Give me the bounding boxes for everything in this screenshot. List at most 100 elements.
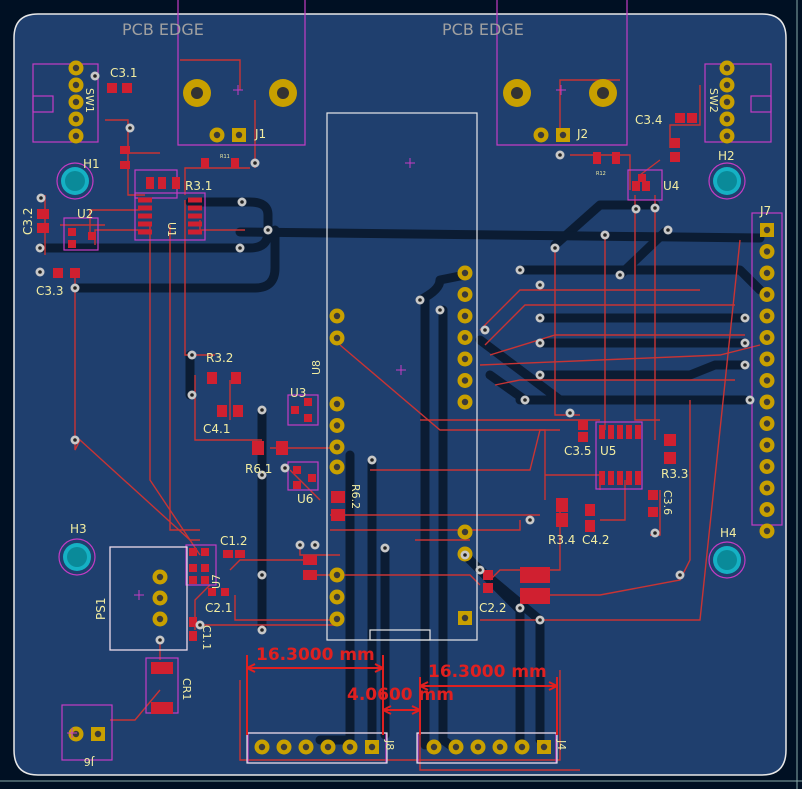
ref-c12: C1.2 [220, 534, 247, 548]
smd-pad [293, 481, 301, 489]
smd-pad [223, 550, 233, 558]
smd-pad [670, 152, 680, 162]
smd-pad [617, 471, 623, 485]
smd-pad [626, 471, 632, 485]
ref-c11: C1.1 [200, 625, 213, 650]
smd-pad [664, 452, 676, 464]
smd-pad [252, 441, 264, 455]
dimension-left: 16.3000 mm [256, 645, 375, 665]
smd-pad [331, 509, 345, 521]
ref-j2: J2 [576, 127, 588, 141]
ref-c22: C2.2 [479, 601, 506, 615]
smd-pad [189, 576, 197, 584]
ref-c21: C2.1 [205, 601, 232, 615]
smd-pad [208, 588, 216, 596]
ref-ps1: PS1 [94, 598, 108, 621]
ref-r11: R11 [220, 154, 230, 160]
silk-labels: PCB EDGE PCB EDGE C3.1 SW1 J1 J2 C3.4 SW… [21, 20, 771, 768]
ref-c35: C3.5 [564, 444, 591, 458]
module-outline [109, 112, 558, 764]
smd-pad [617, 425, 623, 439]
smd-pad [138, 221, 152, 227]
smd-pad [303, 570, 317, 580]
smd-pad [221, 588, 229, 596]
smd-pad [593, 152, 601, 164]
ref-r33: R3.3 [661, 467, 688, 481]
smd-pad [146, 177, 154, 189]
ref-h1: H1 [83, 157, 100, 171]
ref-sw2: SW2 [707, 88, 720, 113]
smd-pad [556, 498, 568, 512]
smd-pad [626, 425, 632, 439]
ref-h3: H3 [70, 522, 87, 536]
smd-pad [578, 432, 588, 442]
dimension-center: 4.0600 mm [347, 685, 454, 705]
smd-pad [70, 268, 80, 278]
smd-pad [670, 138, 680, 148]
smd-pad [293, 466, 301, 474]
smd-pad [107, 83, 117, 93]
ref-r31: R3.1 [185, 179, 212, 193]
ref-h4: H4 [720, 526, 737, 540]
smd-pad [201, 564, 209, 572]
smd-pad [585, 504, 595, 516]
ref-c32: C3.2 [21, 208, 35, 235]
ref-r34: R3.4 [548, 533, 575, 547]
smd-pad [172, 177, 180, 189]
ref-u7: U7 [210, 574, 223, 589]
smd-pad [138, 197, 152, 203]
ref-c41: C4.1 [203, 422, 230, 436]
edge-label-left: PCB EDGE [122, 20, 204, 39]
smd-pad [68, 240, 76, 248]
smd-pad [635, 471, 641, 485]
ref-r62: R6.2 [349, 484, 362, 509]
smd-pad [276, 441, 288, 455]
smd-pad [520, 567, 550, 583]
ref-j8: J8 [383, 739, 396, 750]
smd-pads [37, 83, 697, 714]
ref-j4: J4 [555, 739, 568, 750]
ref-c33: C3.3 [36, 284, 63, 298]
smd-pad [138, 205, 152, 211]
smd-pad [599, 471, 605, 485]
ref-u2: U2 [77, 207, 93, 221]
mounting-holes [61, 167, 741, 574]
ref-r32: R3.2 [206, 351, 233, 365]
smd-pad [188, 213, 202, 219]
smd-pad [188, 197, 202, 203]
smd-pad [217, 405, 227, 417]
dimension-right: 16.3000 mm [428, 662, 547, 682]
ref-c34: C3.4 [635, 113, 662, 127]
smd-pad [638, 174, 646, 182]
smd-pad [578, 420, 588, 430]
smd-pad [483, 583, 493, 593]
smd-pad [608, 425, 614, 439]
smd-pad [201, 576, 209, 584]
smd-pad [68, 228, 76, 236]
smd-pad [201, 158, 209, 168]
smd-pad [201, 548, 209, 556]
smd-pad [231, 158, 239, 168]
smd-pad [291, 406, 299, 414]
ref-c42: C4.2 [582, 533, 609, 547]
smd-pad [188, 205, 202, 211]
smd-pad [138, 229, 152, 235]
smd-pad [632, 181, 640, 191]
smd-pad [635, 425, 641, 439]
smd-pad [648, 490, 658, 500]
smd-pad [138, 213, 152, 219]
smd-pad [151, 702, 173, 714]
smd-pad [585, 520, 595, 532]
smd-pad [599, 425, 605, 439]
crosshairs [67, 85, 566, 738]
smd-pad [37, 209, 49, 219]
smd-pad [556, 513, 568, 527]
ref-j7: J7 [759, 204, 771, 218]
smd-pad [233, 405, 243, 417]
smd-pad [331, 491, 345, 503]
smd-pad [687, 113, 697, 123]
ref-j6: J6 [84, 755, 95, 768]
through-hole-pads [68, 60, 775, 755]
smd-pad [158, 177, 166, 189]
